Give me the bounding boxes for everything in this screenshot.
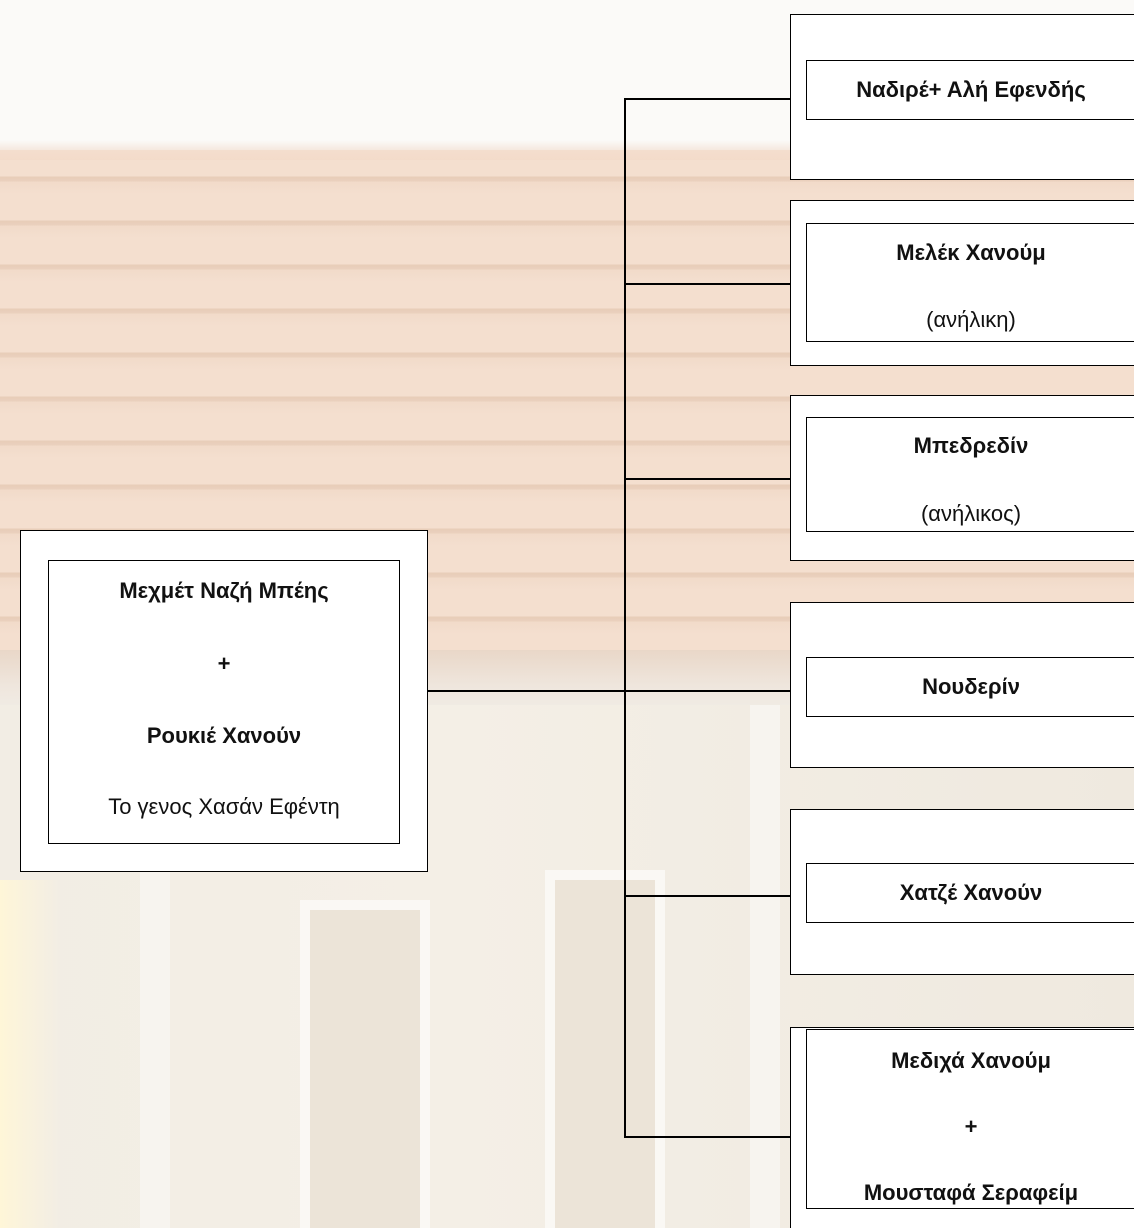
child-outer-box-1: Ναδιρέ+ Αλή Εφενδής (790, 14, 1134, 180)
branch-line-3 (624, 478, 790, 480)
child-inner-box-4: Νουδερίν (806, 657, 1134, 717)
child-outer-box-5: Χατζέ Χανούν (790, 809, 1134, 975)
child-inner-box-2: Μελέκ Χανούμ (ανήλικη) (806, 223, 1134, 342)
window (300, 900, 430, 1228)
root-connector (427, 690, 625, 692)
child-inner-box-5: Χατζέ Χανούν (806, 863, 1134, 923)
window (545, 870, 665, 1228)
child-note-2: (ανήλικη) (926, 307, 1016, 332)
wall-column (750, 705, 780, 1228)
child-inner-box-3: Μπεδρεδίν (ανήλικος) (806, 417, 1134, 532)
child-inner-box-6: Μεδιχά Χανούμ + Μουσταφά Σεραφείμ (806, 1029, 1134, 1209)
child-note-3: (ανήλικος) (920, 501, 1022, 526)
root-outer-box: Μεχμέτ Ναζή Μπέης + Ρουκιέ Χανούν Το γεν… (20, 530, 428, 872)
root-family-note: Το γενος Χασάν Εφέντη (108, 794, 340, 819)
child-outer-box-6: Μεδιχά Χανούμ + Μουσταφά Σεραφείμ (790, 1027, 1134, 1228)
child-name-4: Νουδερίν (922, 674, 1020, 699)
branch-line-6 (624, 1136, 790, 1138)
child-outer-box-4: Νουδερίν (790, 602, 1134, 768)
child-name-5: Χατζέ Χανούν (899, 880, 1043, 905)
child-plus-6: + (964, 1114, 978, 1139)
branch-line-4 (624, 690, 790, 692)
child-outer-box-3: Μπεδρεδίν (ανήλικος) (790, 395, 1134, 561)
branch-line-2 (624, 283, 790, 285)
light-glow (0, 880, 60, 1228)
root-plus: + (217, 651, 231, 676)
child-name-6: Μεδιχά Χανούμ (891, 1048, 1051, 1073)
branch-line-5 (624, 895, 790, 897)
trunk-line (624, 98, 626, 1138)
child-name-3: Μπεδρεδίν (913, 433, 1029, 458)
root-inner-box: Μεχμέτ Ναζή Μπέης + Ρουκιέ Χανούν Το γεν… (48, 560, 400, 844)
root-father-name: Μεχμέτ Ναζή Μπέης (119, 578, 329, 603)
root-mother-name: Ρουκιέ Χανούν (146, 723, 302, 748)
child-spouse-6: Μουσταφά Σεραφείμ (863, 1180, 1079, 1205)
child-outer-box-2: Μελέκ Χανούμ (ανήλικη) (790, 200, 1134, 366)
child-name-2: Μελέκ Χανούμ (896, 240, 1046, 265)
branch-line-1 (624, 98, 790, 100)
child-inner-box-1: Ναδιρέ+ Αλή Εφενδής (806, 60, 1134, 120)
child-name-1: Ναδιρέ+ Αλή Εφενδής (856, 77, 1086, 102)
